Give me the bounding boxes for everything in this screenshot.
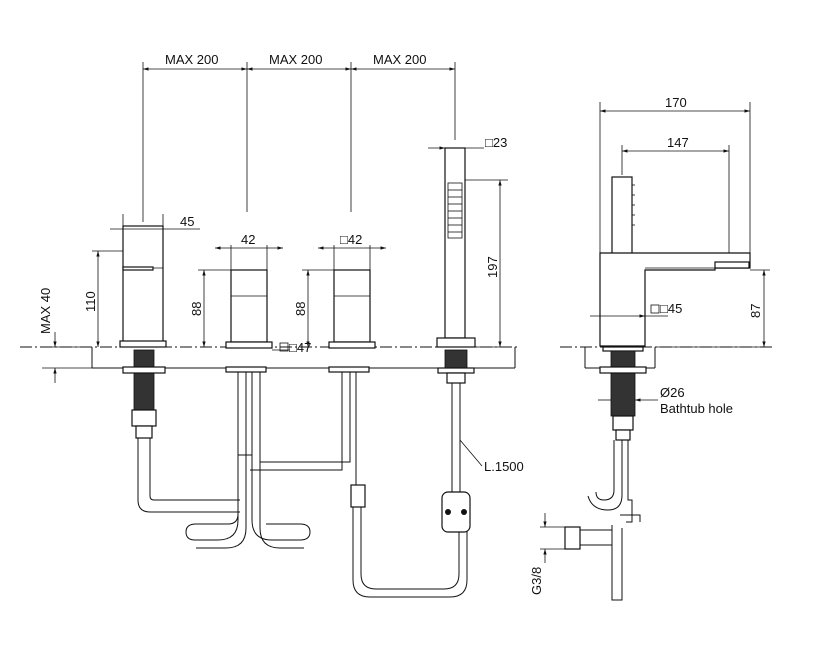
dim-side-spout-height: 87 bbox=[748, 304, 763, 318]
side-view: 170 147 87 □45 bbox=[529, 95, 775, 601]
dim-handshower-width: □23 bbox=[485, 135, 507, 150]
dim-max200-a: MAX 200 bbox=[165, 52, 218, 67]
dim-max200-b: MAX 200 bbox=[269, 52, 322, 67]
dim-total-depth: 170 bbox=[665, 95, 687, 110]
dim-mixer1-height: 88 bbox=[189, 302, 204, 316]
front-view: MAX 200 MAX 200 MAX 200 MAX 40 bbox=[20, 52, 524, 598]
dim-side-base-square: □45 bbox=[660, 301, 682, 316]
dim-mixer2-height: 88 bbox=[293, 302, 308, 316]
spout: 45 110 bbox=[83, 214, 240, 513]
top-dimension-chain: MAX 200 MAX 200 MAX 200 bbox=[142, 52, 456, 222]
hose-length: L.1500 bbox=[484, 459, 524, 474]
dim-base-square-47: □47 bbox=[289, 340, 311, 355]
hole-label: Bathtub hole bbox=[660, 401, 733, 416]
hand-shower: □23 197 L.1500 bbox=[428, 135, 524, 533]
dim-mixer2-width: □42 bbox=[340, 232, 362, 247]
mixer-2: □42 88 bbox=[250, 232, 468, 598]
dim-thread: G3/8 bbox=[529, 567, 544, 595]
dim-mixer1-width: 42 bbox=[241, 232, 255, 247]
mixer-1: 42 88 □47 bbox=[185, 232, 311, 549]
dim-max40: MAX 40 bbox=[38, 288, 53, 334]
dim-spout-reach: 147 bbox=[667, 135, 689, 150]
dim-hole-diameter: Ø26 bbox=[660, 385, 685, 400]
dim-spout-height: 110 bbox=[83, 291, 98, 312]
dim-handshower-height: 197 bbox=[485, 256, 500, 278]
dim-spout-width: 45 bbox=[180, 214, 194, 229]
dim-max200-c: MAX 200 bbox=[373, 52, 426, 67]
dim-max40-group: MAX 40 bbox=[38, 288, 92, 383]
